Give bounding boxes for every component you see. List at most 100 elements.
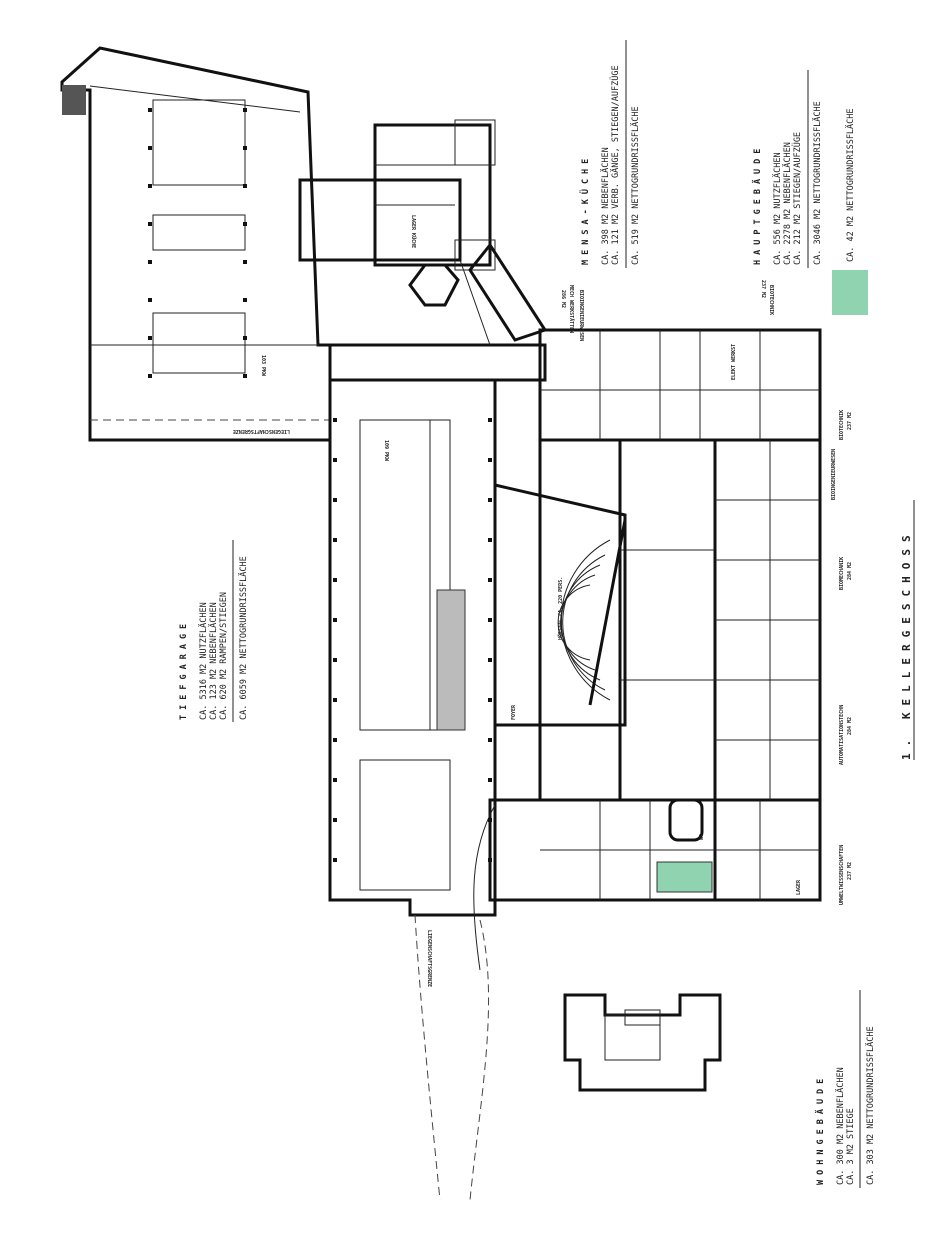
- tiefgarage-summary: TIEFGARAGE CA. 5316 M2 NUTZFLÄCHEN CA. 1…: [179, 540, 249, 722]
- column-mark: [333, 618, 337, 622]
- summary-total: CA. 303 M2 NETTOGRUNDRISSFLÄCHE: [865, 1026, 876, 1185]
- column-mark: [488, 618, 492, 622]
- column-mark: [243, 222, 247, 226]
- column-mark: [243, 298, 247, 302]
- summary-line: CA. 300 M2 NEBENFLÄCHEN: [835, 1067, 846, 1185]
- column-mark: [148, 184, 152, 188]
- column-mark: [148, 260, 152, 264]
- column-mark: [333, 698, 337, 702]
- summary-line: CA. 556 M2 NUTZFLÄCHEN: [772, 152, 783, 265]
- wohngebaeude-plan: [563, 993, 722, 1092]
- room-label: 103 PKW: [260, 355, 266, 377]
- dept-label: BIOINGENIEURWESEN: [578, 290, 584, 341]
- dept-label: MECH WERKSTÄTTEN: [568, 285, 575, 333]
- column-mark: [333, 658, 337, 662]
- dept-label: BIOTECHNIK: [839, 410, 845, 440]
- column-mark: [243, 374, 247, 378]
- room-label: ELEKT WERKST: [731, 344, 737, 380]
- column-mark: [488, 738, 492, 742]
- summary-line: CA. 620 M2 RAMPEN/STIEGEN: [219, 592, 229, 720]
- room-label: LAGER: [796, 879, 802, 895]
- column-mark: [333, 418, 337, 422]
- summary-line: CA. 121 M2 VERB. GÄNGE, STIEGEN/AUFZÜGE: [610, 65, 621, 265]
- wohngebaeude-summary: WOHNGEBÄUDE CA. 300 M2 NEBENFLÄCHEN CA. …: [815, 990, 876, 1188]
- dept-area: 237 M2: [847, 862, 853, 880]
- legend-text: CA. 42 M2 NETTOGRUNDRISSFLÄCHE: [845, 108, 856, 262]
- column-mark: [488, 458, 492, 462]
- dept-label: BIOMECHANIK: [839, 557, 845, 590]
- column-mark: [243, 336, 247, 340]
- column-mark: [333, 858, 337, 862]
- staircase-icon: [62, 85, 86, 115]
- boundary-label: LIEGENSCHAFTSGRENZE: [233, 428, 290, 434]
- department-labels: UMWELTWISSENSCHAFTEN 237 M2 AUTOMATISATI…: [233, 215, 853, 987]
- column-mark: [488, 658, 492, 662]
- tiefgarage-lower: [328, 343, 547, 917]
- column-mark: [488, 538, 492, 542]
- tiefgarage-heading: TIEFGARAGE: [179, 619, 189, 720]
- columns: [148, 108, 492, 862]
- ramp: [414, 804, 496, 1201]
- room-label: FOYER: [511, 704, 517, 720]
- column-mark: [148, 146, 152, 150]
- room-label: 109 PKW: [383, 440, 389, 462]
- mensa-summary: MENSA-KÜCHE CA. 398 M2 NEBENFLÄCHEN CA. …: [580, 40, 641, 268]
- hauptgebaeude-summary: HAUPTGEBÄUDE CA. 556 M2 NUTZFLÄCHEN CA. …: [752, 70, 856, 268]
- column-mark: [333, 578, 337, 582]
- legend-swatch: [832, 270, 868, 315]
- page-title: 1. KELLERGESCHOSS: [900, 528, 913, 760]
- column-mark: [243, 184, 247, 188]
- boundary-label: LIEGENSCHAFTSGRENZE: [426, 930, 432, 987]
- room-label: LAGER KÜCHE: [410, 215, 417, 248]
- column-mark: [333, 738, 337, 742]
- wohngebaeude-heading: WOHNGEBÄUDE: [815, 1074, 826, 1185]
- summary-line: CA. 212 M2 STIEGEN/AUFZÜGE: [792, 132, 803, 265]
- column-mark: [488, 498, 492, 502]
- summary-total: CA. 519 M2 NETTOGRUNDRISSFLÄCHE: [630, 106, 641, 265]
- summary-line: CA. 5316 M2 NUTZFLÄCHEN: [198, 602, 209, 720]
- column-mark: [243, 146, 247, 150]
- column-mark: [333, 818, 337, 822]
- dept-area: 284 M2: [847, 562, 853, 580]
- dept-label: UMWELTWISSENSCHAFTEN: [839, 845, 845, 905]
- column-mark: [333, 498, 337, 502]
- column-mark: [243, 108, 247, 112]
- column-mark: [148, 108, 152, 112]
- dept-area: 237 M2: [760, 280, 766, 298]
- column-mark: [488, 778, 492, 782]
- dept-area: 237 M2: [847, 412, 853, 430]
- column-mark: [488, 818, 492, 822]
- column-mark: [333, 458, 337, 462]
- plan-title: 1. KELLERGESCHOSS: [900, 500, 915, 760]
- dept-label: BIOINGENIEURWESEN: [831, 449, 837, 500]
- column-mark: [148, 298, 152, 302]
- summary-line: CA. 398 M2 NEBENFLÄCHEN: [600, 147, 611, 265]
- column-mark: [148, 336, 152, 340]
- summary-line: CA. 123 M2 NEBENFLÄCHEN: [208, 602, 219, 720]
- tiefgarage-upper: [60, 46, 332, 442]
- highlighted-area: [656, 861, 713, 893]
- column-mark: [488, 578, 492, 582]
- column-mark: [488, 698, 492, 702]
- summary-line: CA. 2278 M2 NEBENFLÄCHEN: [782, 142, 793, 265]
- column-mark: [148, 222, 152, 226]
- auditorium: [493, 483, 627, 727]
- summary-line: CA. 3 M2 STIEGE: [846, 1108, 856, 1185]
- room-label: HÖRSAAL CA. 220 PERS.: [557, 577, 564, 640]
- hauptgebaeude-heading: HAUPTGEBÄUDE: [752, 144, 763, 265]
- column-mark: [243, 260, 247, 264]
- column-mark: [333, 778, 337, 782]
- dept-area: 286 M2: [560, 290, 566, 308]
- summary-total: CA. 6059 M2 NETTOGRUNDRISSFLÄCHE: [238, 556, 249, 720]
- mensa-heading: MENSA-KÜCHE: [580, 154, 591, 265]
- column-mark: [488, 858, 492, 862]
- dept-label: AUTOMATISATIONSTECHN: [839, 705, 845, 765]
- dept-label: BIOTECHNIK: [768, 285, 774, 315]
- mensa-block: [298, 119, 548, 346]
- main-building: [488, 328, 822, 902]
- column-mark: [488, 418, 492, 422]
- summary-total: CA. 3046 M2 NETTOGRUNDRISSFLÄCHE: [812, 101, 823, 265]
- room-label: WC: [699, 834, 705, 840]
- column-mark: [333, 538, 337, 542]
